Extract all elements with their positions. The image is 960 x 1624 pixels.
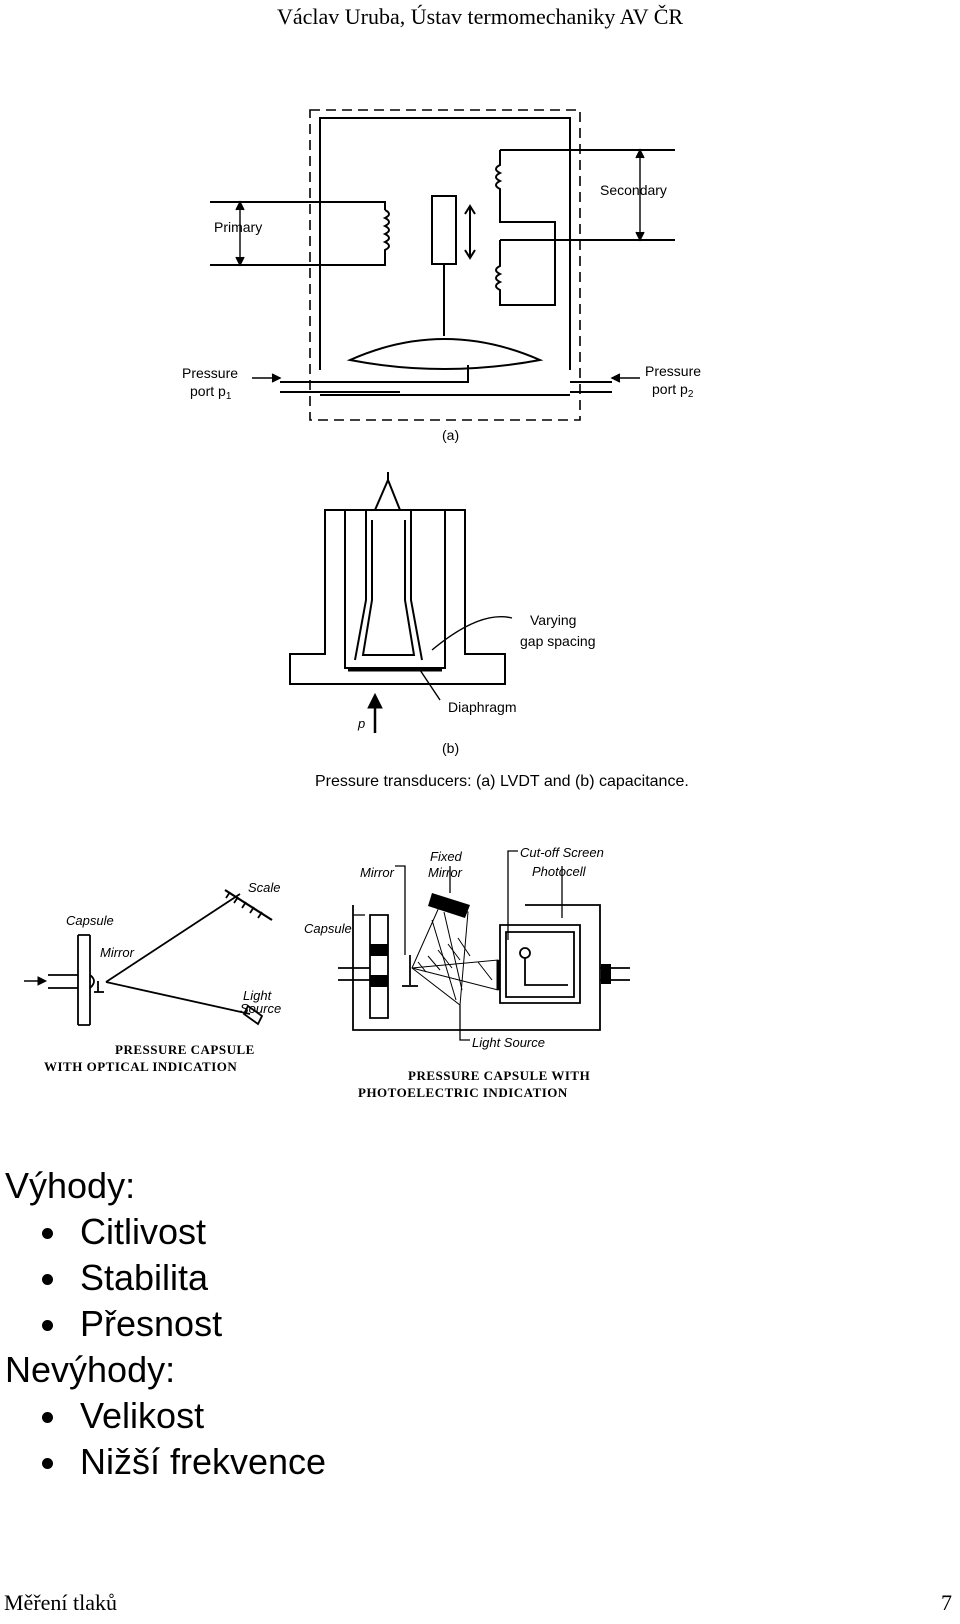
photo-caption-1: Pressure Capsule with bbox=[408, 1068, 590, 1083]
optical-caption-2: with Optical Indication bbox=[44, 1059, 237, 1074]
photo-caption-line2: Photoelectric Indication bbox=[358, 1085, 568, 1100]
source-label: Source bbox=[240, 1001, 281, 1016]
disadvantages-list: Velikost Nižší frekvence bbox=[5, 1393, 326, 1485]
port-left-label: port p1 bbox=[190, 383, 232, 402]
diaphragm-label: Diaphragm bbox=[448, 699, 516, 715]
list-item: Citlivost bbox=[5, 1209, 326, 1255]
list-item: Stabilita bbox=[5, 1255, 326, 1301]
lvdt-diagram: Primary Secondary Pressure port p1 Press… bbox=[182, 109, 701, 443]
varying-label: Varying bbox=[530, 612, 576, 628]
page-header: Václav Uruba, Ústav termomechaniky AV ČR bbox=[276, 4, 684, 29]
optical-caption-1: Pressure Capsule bbox=[115, 1042, 255, 1057]
list-item: Přesnost bbox=[5, 1301, 326, 1347]
cutoff-label: Cut-off Screen bbox=[520, 845, 604, 860]
photoelectric-capsule-diagram: Fixed Mirror Mirror Cut-off Screen Photo… bbox=[304, 845, 630, 1083]
light-label: Light bbox=[243, 988, 273, 1003]
pros-cons-list: Výhody: Citlivost Stabilita Přesnost Nev… bbox=[5, 1163, 326, 1485]
advantages-list: Citlivost Stabilita Přesnost bbox=[5, 1209, 326, 1347]
photocell-label: Photocell bbox=[532, 864, 587, 879]
capacitance-diagram: Varying gap spacing Diaphragm p (b) Pres… bbox=[289, 472, 689, 790]
fixed-label: Fixed bbox=[430, 849, 463, 864]
list-item: Velikost bbox=[5, 1393, 326, 1439]
light-source-label: Light Source bbox=[472, 1035, 545, 1050]
disadvantages-heading: Nevýhody: bbox=[5, 1349, 176, 1390]
optical-mirror-label: Mirror bbox=[100, 945, 135, 960]
advantages-heading: Výhody: bbox=[5, 1165, 136, 1206]
page-number: 7 bbox=[941, 1590, 952, 1615]
footer-title: Měření tlaků bbox=[4, 1590, 118, 1615]
optical-capsule-diagram: Capsule Mirror Scale Light Source Pressu… bbox=[24, 880, 281, 1074]
fixed-mirror-label: Mirror bbox=[428, 865, 463, 880]
secondary-label: Secondary bbox=[600, 182, 667, 198]
pressure-left-label: Pressure bbox=[182, 365, 238, 381]
gap-spacing-label: gap spacing bbox=[520, 633, 596, 649]
optical-capsule-label: Capsule bbox=[66, 913, 114, 928]
photo-caption-2: Photoelectric Indication bbox=[358, 1085, 568, 1100]
caption-a: (a) bbox=[442, 427, 459, 443]
p-label: p bbox=[357, 716, 365, 731]
primary-label: Primary bbox=[214, 219, 262, 235]
port-right-label: port p2 bbox=[652, 381, 694, 400]
list-item: Nižší frekvence bbox=[5, 1439, 326, 1485]
photo-mirror-label: Mirror bbox=[360, 865, 395, 880]
caption-b: (b) bbox=[442, 740, 459, 756]
pressure-right-label: Pressure bbox=[645, 363, 701, 379]
photo-capsule-label: Capsule bbox=[304, 921, 352, 936]
scale-label: Scale bbox=[248, 880, 281, 895]
figure-caption: Pressure transducers: (a) LVDT and (b) c… bbox=[315, 773, 689, 790]
